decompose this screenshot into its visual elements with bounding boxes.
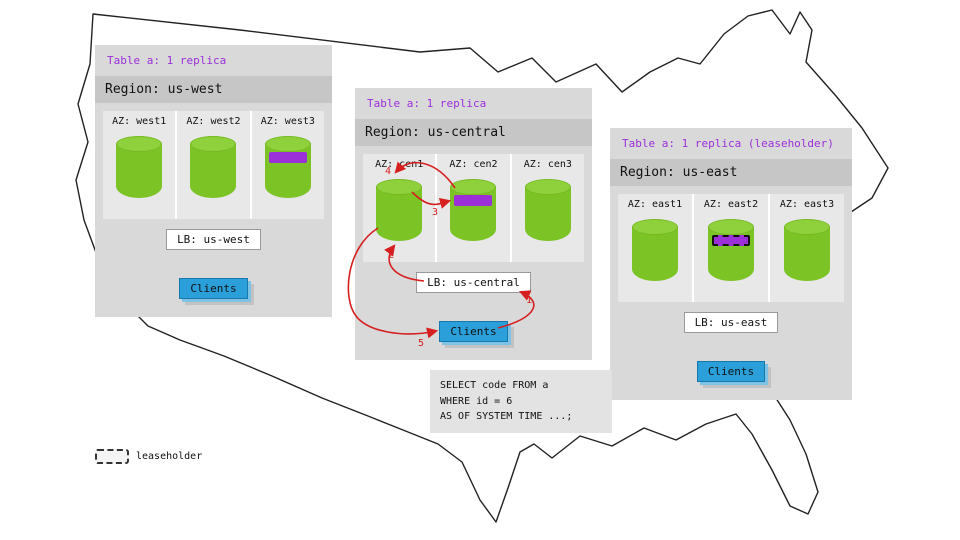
table-replica-label: Table a: 1 replica [107,54,227,67]
leaseholder-legend-swatch [95,449,129,464]
load-balancer-us-west: LB: us-west [166,229,261,250]
table-replica-label: Table a: 1 replica (leaseholder) [622,137,834,150]
az-column-west3: AZ: west3 [251,111,324,219]
replica-marker [268,152,307,163]
az-column-west2: AZ: west2 [177,111,250,219]
table-replica-label: Table a: 1 replica [367,97,487,110]
az-column-cen1: AZ: cen1 [363,154,436,262]
database-cylinder [784,219,830,281]
az-row: AZ: east1 AZ: east2 AZ: east3 [618,194,844,302]
az-column-cen3: AZ: cen3 [511,154,584,262]
load-balancer-us-central: LB: us-central [416,272,531,293]
database-cylinder [632,219,678,281]
az-column-east2: AZ: east2 [694,194,768,302]
region-panel-us-central: Table a: 1 replica Region: us-central AZ… [355,88,592,360]
az-row: AZ: cen1 AZ: cen2 AZ: cen3 [363,154,584,262]
database-cylinder [190,136,237,198]
az-label: AZ: cen3 [523,159,572,170]
az-row: AZ: west1 AZ: west2 AZ: west3 [103,111,324,219]
region-title: Region: us-central [355,119,592,146]
az-label: AZ: cen1 [375,159,424,170]
cylinder-side [116,144,163,198]
region-title: Region: us-west [95,76,332,103]
az-label: AZ: east1 [627,199,683,210]
az-column-cen2: AZ: cen2 [437,154,510,262]
cylinder-top [264,136,311,152]
database-cylinder [116,136,163,198]
az-column-east1: AZ: east1 [618,194,692,302]
sql-line: AS OF SYSTEM TIME ...; [440,411,573,422]
legend: leaseholder [95,449,202,464]
cylinder-top [190,136,237,152]
replica-marker [454,195,493,206]
clients-button-us-west[interactable]: Clients [179,278,248,299]
cylinder-top [632,219,678,235]
flow-step-number-2: 2 [388,250,395,261]
region-panel-us-east: Table a: 1 replica (leaseholder) Region:… [610,128,852,400]
load-balancer-us-east: LB: us-east [683,312,779,333]
az-column-west1: AZ: west1 [103,111,176,219]
legend-label: leaseholder [136,451,203,462]
cylinder-side [190,144,237,198]
cylinder-side [376,187,423,241]
cylinder-side [632,227,678,281]
database-cylinder [376,179,423,241]
sql-line: SELECT code FROM a [440,380,549,391]
az-label: AZ: west3 [260,116,315,127]
flow-step-number-1: 1 [526,295,533,306]
az-label: AZ: east3 [779,199,835,210]
region-panel-us-west: Table a: 1 replica Region: us-west AZ: w… [95,45,332,317]
database-cylinder [524,179,571,241]
sql-query-box: SELECT code FROM a WHERE id = 6 AS OF SY… [430,370,612,433]
cylinder-top [524,179,571,195]
az-label: AZ: cen2 [449,159,498,170]
cylinder-top [784,219,830,235]
az-column-east3: AZ: east3 [770,194,844,302]
region-title: Region: us-east [610,159,852,186]
clients-button-us-east[interactable]: Clients [696,361,766,382]
cylinder-top [708,219,754,235]
clients-button-us-central[interactable]: Clients [439,321,508,342]
database-cylinder [264,136,311,198]
cylinder-top [376,179,423,195]
database-cylinder [708,219,754,281]
flow-step-number-3: 3 [432,207,439,218]
database-cylinder [450,179,497,241]
az-label: AZ: west1 [112,116,167,127]
sql-line: WHERE id = 6 [440,395,513,407]
leaseholder-replica-marker [712,235,750,246]
cylinder-top [116,136,163,152]
cylinder-side [784,227,830,281]
az-label: AZ: east2 [703,199,759,210]
flow-step-number-5: 5 [418,338,425,349]
cylinder-side [524,187,571,241]
flow-step-number-4: 4 [385,166,392,177]
az-label: AZ: west2 [186,116,241,127]
